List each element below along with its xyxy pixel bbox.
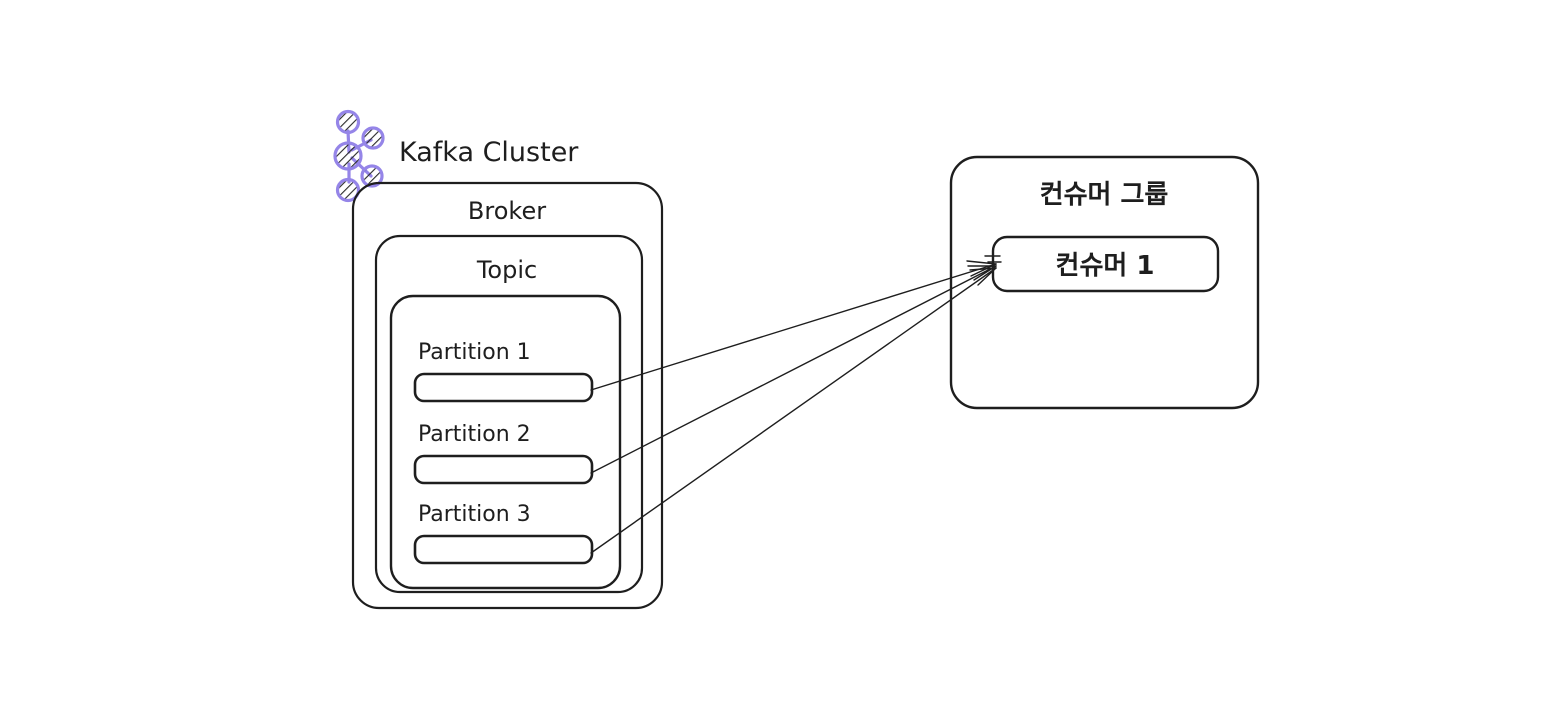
topic-box	[374, 234, 644, 594]
partition-2: Partition 2	[413, 422, 594, 485]
partition-3: Partition 3	[413, 502, 594, 565]
partition-2-label: Partition 2	[418, 422, 531, 447]
kafka-logo-icon	[333, 109, 385, 203]
consumer-1-label: 컨슈머 1	[1056, 251, 1155, 281]
broker-container: Broker	[351, 181, 664, 610]
partition-1: Partition 1	[413, 340, 594, 403]
arrow-partition-3-to-consumer-1	[590, 267, 997, 554]
consumer-group-box	[949, 155, 1260, 410]
broker-box	[351, 181, 664, 610]
partition-1-bar[interactable]	[413, 372, 594, 403]
partition-to-consumer-arrows	[590, 255, 1002, 554]
partition-group-box	[389, 294, 622, 590]
arrow-partition-1-to-consumer-1	[590, 260, 997, 391]
topic-container: Topic	[374, 234, 644, 594]
partition-group-container: Partition 1 Partition 2 Partition 3	[389, 294, 622, 590]
broker-label: Broker	[468, 197, 546, 225]
partition-2-bar[interactable]	[413, 454, 594, 485]
partition-3-bar[interactable]	[413, 534, 594, 565]
partition-1-label: Partition 1	[418, 340, 531, 365]
topic-label: Topic	[476, 256, 537, 284]
partition-3-label: Partition 3	[418, 502, 531, 527]
consumer-group-label: 컨슈머 그룹	[1040, 180, 1169, 210]
cluster-title: Kafka Cluster	[399, 137, 579, 168]
consumer-group-container: 컨슈머 그룹 컨슈머 1	[949, 155, 1260, 410]
arrow-partition-2-to-consumer-1	[590, 265, 997, 474]
